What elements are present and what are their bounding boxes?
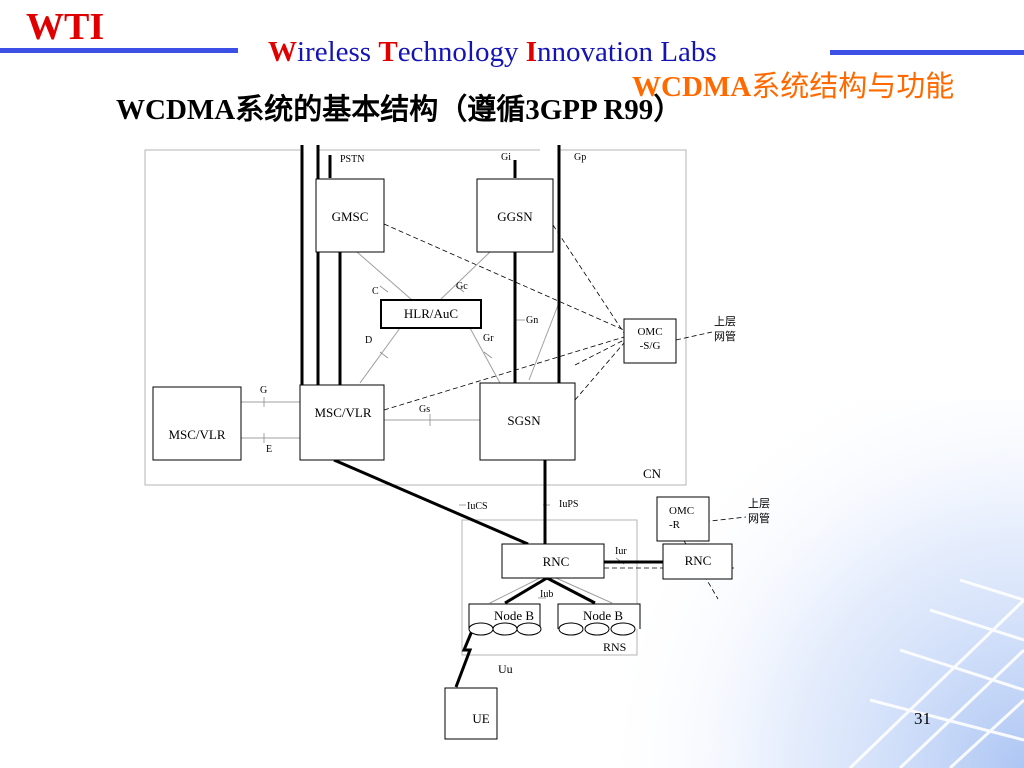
iub-thin-links bbox=[489, 577, 613, 604]
section-title: WCDMA系统结构与功能 bbox=[632, 72, 954, 102]
omc-r-box bbox=[656, 496, 710, 542]
c-label: C bbox=[372, 286, 379, 297]
slide-heading-latin2: 3GPP R99 bbox=[525, 94, 654, 126]
signalling-links bbox=[241, 251, 561, 439]
omc-r-label-2: -R bbox=[669, 519, 681, 531]
iub-label: Iub bbox=[540, 589, 553, 600]
rule-right bbox=[830, 50, 1024, 55]
lab-name-w-rest: ireless bbox=[297, 36, 379, 68]
nodeb-2-label: Node B bbox=[583, 608, 623, 623]
rnc-main-label: RNC bbox=[543, 554, 570, 569]
d-label: D bbox=[365, 335, 372, 346]
section-title-cjk: 系统结构与功能 bbox=[751, 69, 955, 103]
gmsc-label: GMSC bbox=[332, 209, 369, 224]
nodeb-1-box bbox=[468, 603, 541, 629]
iucs-label: IuCS bbox=[467, 501, 488, 512]
sgsn-label: SGSN bbox=[507, 413, 541, 428]
rnc-right-label: RNC bbox=[685, 553, 712, 568]
upper-mgmt-1-line2: 网管 bbox=[714, 329, 736, 343]
cn-boundary bbox=[144, 149, 687, 486]
omc-sg-label-2: -S/G bbox=[640, 340, 661, 352]
wti-logo: WTI bbox=[26, 6, 105, 48]
gr-label: Gr bbox=[483, 333, 494, 344]
uu-label: Uu bbox=[498, 662, 513, 676]
rule-left bbox=[0, 48, 238, 53]
lab-name-t-rest: echnology bbox=[397, 36, 526, 68]
area-boundaries bbox=[144, 149, 687, 656]
trunk-links bbox=[300, 145, 663, 605]
pstn-label: PSTN bbox=[340, 154, 364, 165]
e-label: E bbox=[266, 444, 272, 455]
rnc-main-box bbox=[501, 543, 605, 579]
rnc-right-box bbox=[662, 543, 733, 580]
gn-label: Gn bbox=[526, 315, 538, 326]
ggsn-box bbox=[476, 178, 554, 253]
gs-label: Gs bbox=[419, 404, 430, 415]
msc-left-label: MSC/VLR bbox=[168, 427, 225, 442]
iur-label: Iur bbox=[615, 546, 627, 557]
lab-name-t: T bbox=[378, 36, 398, 68]
upper-mgmt-1-line1: 上层 bbox=[714, 315, 736, 328]
hlr-label: HLR/AuC bbox=[404, 306, 458, 321]
node-labels: GMSC GGSN HLR/AuC MSC/VLR MSC/VLR SGSN O… bbox=[168, 209, 711, 726]
ggsn-label: GGSN bbox=[497, 209, 533, 224]
rns-area-label: RNS bbox=[603, 640, 626, 654]
msc-center-label: MSC/VLR bbox=[314, 405, 371, 420]
page-number: 31 bbox=[914, 709, 931, 728]
lab-name-i-rest: nnovation Labs bbox=[537, 36, 717, 68]
corner-grid bbox=[848, 578, 1024, 768]
omc-sg-label-1: OMC bbox=[637, 326, 662, 338]
node-boxes bbox=[152, 178, 733, 740]
iucs-link bbox=[333, 458, 529, 546]
cn-area-label: CN bbox=[643, 466, 662, 481]
section-title-latin: WCDMA bbox=[632, 71, 752, 103]
slide-heading-cjk: 系统的基本结构（遵循 bbox=[235, 92, 526, 126]
gi-label: Gi bbox=[501, 152, 511, 163]
nodeb-1-label: Node B bbox=[494, 608, 534, 623]
nodeb-antennas bbox=[468, 622, 636, 636]
interface-labels: PSTN Gi Gp C Gc Gn D Gr G E Gs IuCS IuPS… bbox=[260, 152, 627, 676]
rns-boundary bbox=[461, 519, 638, 656]
msc-center-box bbox=[299, 384, 385, 461]
slide-heading-latin: WCDMA bbox=[116, 94, 236, 126]
g-label: G bbox=[260, 385, 267, 396]
lab-name: Wireless Technology Innovation Labs bbox=[268, 38, 717, 67]
upper-mgmt-2-line2: 网管 bbox=[748, 511, 770, 525]
gp-label: Gp bbox=[574, 152, 586, 163]
omc-r-label-1: OMC bbox=[669, 505, 694, 517]
slide-heading-close: ） bbox=[653, 92, 683, 126]
ue-box bbox=[444, 687, 498, 740]
lab-name-w: W bbox=[268, 36, 297, 68]
sgsn-box bbox=[479, 382, 576, 461]
upper-mgmt-labels: 上层 网管 上层 网管 bbox=[714, 315, 770, 525]
gc-label: Gc bbox=[456, 281, 468, 292]
msc-left-box bbox=[152, 386, 242, 461]
gmsc-box bbox=[315, 178, 385, 253]
iub-link-2 bbox=[546, 576, 596, 605]
slide-heading: WCDMA系统的基本结构（遵循3GPP R99） bbox=[116, 95, 682, 125]
iub-link-1 bbox=[504, 576, 548, 605]
lab-name-i: I bbox=[525, 36, 538, 68]
upper-mgmt-2-line1: 上层 bbox=[748, 497, 770, 510]
iups-label: IuPS bbox=[559, 499, 578, 510]
omc-sg-box bbox=[623, 318, 677, 364]
hlr-box bbox=[380, 299, 482, 329]
ue-label: UE bbox=[472, 711, 489, 726]
